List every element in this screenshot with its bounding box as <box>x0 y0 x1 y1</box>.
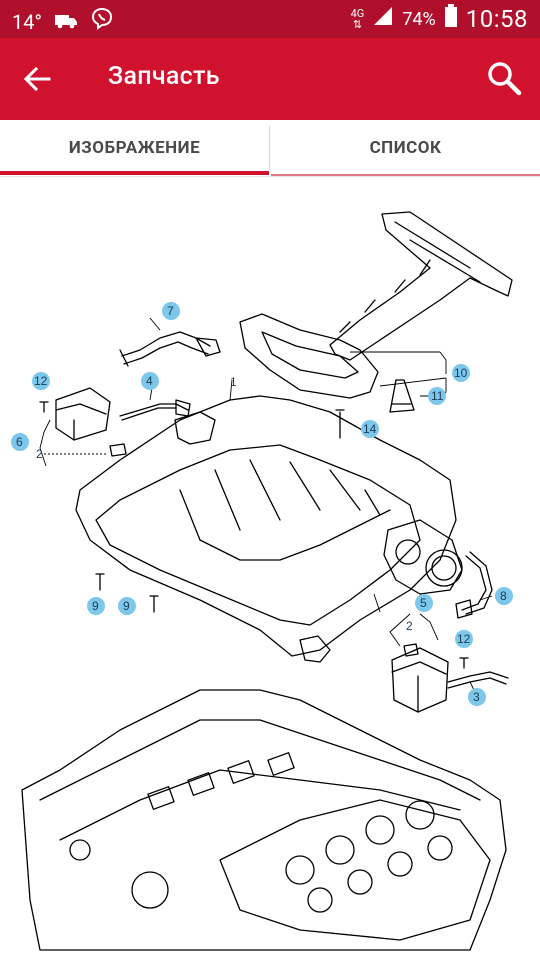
part-11 <box>389 379 415 413</box>
search-icon <box>488 62 522 96</box>
arrow-left-icon <box>23 66 51 92</box>
pipe-8 <box>461 551 493 615</box>
throttle-body-part <box>383 519 463 595</box>
actuator-right-part <box>391 647 449 713</box>
pipe-7 <box>121 331 211 365</box>
intake-manifold-part <box>75 395 457 657</box>
app-bar: Запчасть <box>0 38 540 120</box>
tab-underline <box>271 174 540 176</box>
rear-cover-part <box>329 211 513 361</box>
signal-icon <box>372 6 394 32</box>
viber-icon <box>90 7 114 36</box>
tab-bar: ИЗОБРАЖЕНИЕ СПИСОК <box>0 120 540 177</box>
callout-3[interactable]: 3 <box>473 690 480 704</box>
clock: 10:58 <box>465 5 528 33</box>
back-button[interactable] <box>16 58 58 100</box>
label-2-left[interactable]: 2 <box>36 447 43 461</box>
harness-3 <box>447 671 509 689</box>
tab-image[interactable]: ИЗОБРАЖЕНИЕ <box>68 138 201 158</box>
network-indicator: 4G ⇅ <box>350 7 365 31</box>
battery-percent: 74% <box>402 8 436 30</box>
callout-5[interactable]: 5 <box>420 596 427 610</box>
tab-divider <box>269 126 270 170</box>
callout-6[interactable]: 6 <box>16 435 23 449</box>
active-tab-indicator <box>0 171 269 175</box>
status-bar: 14° 4G ⇅ 74% 10:58 <box>0 0 540 38</box>
callout-12-left[interactable]: 12 <box>34 374 48 388</box>
callout-8[interactable]: 8 <box>500 589 507 603</box>
truck-icon <box>54 10 78 34</box>
temperature-text: 14° <box>12 9 42 34</box>
tab-list[interactable]: СПИСОК <box>369 138 442 158</box>
label-1[interactable]: 1 <box>230 375 237 389</box>
callout-12-right[interactable]: 12 <box>457 632 471 646</box>
parts-diagram[interactable]: 7 4 12 6 14 10 11 8 9 9 5 12 3 1 2 2 <box>0 176 540 960</box>
harness-4 <box>119 403 189 421</box>
callout-4[interactable]: 4 <box>146 374 153 388</box>
page-title: Запчасть <box>108 62 220 91</box>
callout-11[interactable]: 11 <box>431 389 444 403</box>
callout-14[interactable]: 14 <box>363 422 377 436</box>
callout-9-left[interactable]: 9 <box>92 599 99 613</box>
callout-10[interactable]: 10 <box>454 366 468 380</box>
label-2-right[interactable]: 2 <box>406 619 413 633</box>
engine-block-part <box>21 689 507 951</box>
battery-icon <box>444 4 458 34</box>
callout-9-right[interactable]: 9 <box>123 599 130 613</box>
callout-7[interactable]: 7 <box>167 304 174 318</box>
actuator-left-part <box>55 387 111 441</box>
search-button[interactable] <box>482 56 526 100</box>
